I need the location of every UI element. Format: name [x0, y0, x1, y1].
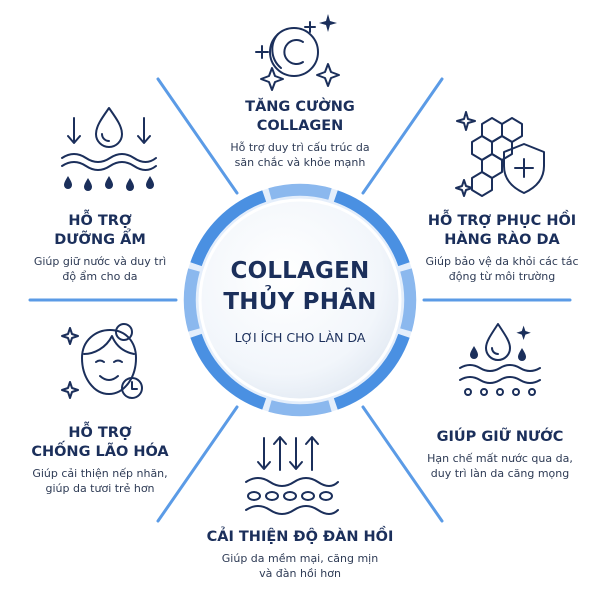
benefit-collagen: TĂNG CƯỜNG COLLAGEN Hỗ trợ duy trì cấu t…: [190, 98, 410, 170]
center-disc: [198, 198, 402, 402]
honeycomb-shield-icon: [455, 111, 545, 197]
benefit-title: HÀNG RÀO DA: [444, 232, 560, 248]
divider-top-right: [361, 77, 444, 195]
benefit-title: HỖ TRỢ: [68, 425, 132, 441]
center-title-line1: COLLAGEN: [230, 258, 370, 284]
divider-top-left: [156, 77, 239, 195]
elasticity-arrows-icon: [245, 436, 339, 515]
benefit-skin-barrier: HỖ TRỢ PHỤC HỒI HÀNG RÀO DA Giúp bảo vệ …: [410, 212, 594, 284]
benefit-moisturizing: HỖ TRỢ DƯỠNG ẨM Giúp giữ nước và duy trì…: [8, 212, 192, 284]
benefit-water-retention: GIÚP GIỮ NƯỚC Hạn chế mất nước qua da,du…: [408, 428, 592, 481]
benefit-title: CẢI THIỆN ĐỘ ĐÀN HỒI: [206, 529, 394, 545]
benefit-title: DƯỠNG ẨM: [54, 232, 146, 248]
benefit-anti-aging: HỖ TRỢ CHỐNG LÃO HÓA Giúp cải thiện nếp …: [8, 424, 192, 496]
water-drop-skin-icon: [459, 323, 541, 396]
center-label: COLLAGEN THỦY PHÂN LỢI ÍCH CHO LÀN DA: [211, 218, 389, 382]
benefit-title: HỖ TRỢ PHỤC HỒI: [427, 213, 577, 229]
benefit-title: COLLAGEN: [256, 118, 344, 134]
moisture-drops-icon: [61, 107, 157, 191]
benefit-title: GIÚP GIỮ NƯỚC: [436, 429, 564, 445]
center-title-line2: THỦY PHÂN: [223, 289, 377, 315]
benefit-description: Giúp cải thiện nếp nhăn,giúp da tươi trẻ…: [32, 467, 168, 495]
center-ring-light: [183, 183, 417, 417]
benefit-title: TĂNG CƯỜNG: [245, 99, 355, 115]
center-ring: [190, 190, 410, 410]
benefit-title: HỖ TRỢ: [68, 213, 132, 229]
center-subtitle: LỢI ÍCH CHO LÀN DA: [234, 330, 366, 345]
divider-bottom-left: [156, 405, 239, 523]
collagen-sparkle-icon: [255, 14, 340, 91]
benefit-description: Hạn chế mất nước qua da,duy trì làn da c…: [427, 452, 573, 480]
smiling-face-clock-icon: [61, 323, 143, 399]
benefit-elasticity: CẢI THIỆN ĐỘ ĐÀN HỒI Giúp da mềm mại, că…: [190, 528, 410, 581]
divider-bottom-right: [361, 405, 444, 523]
benefit-title: CHỐNG LÃO HÓA: [31, 444, 169, 460]
divider-lines: [28, 77, 572, 523]
